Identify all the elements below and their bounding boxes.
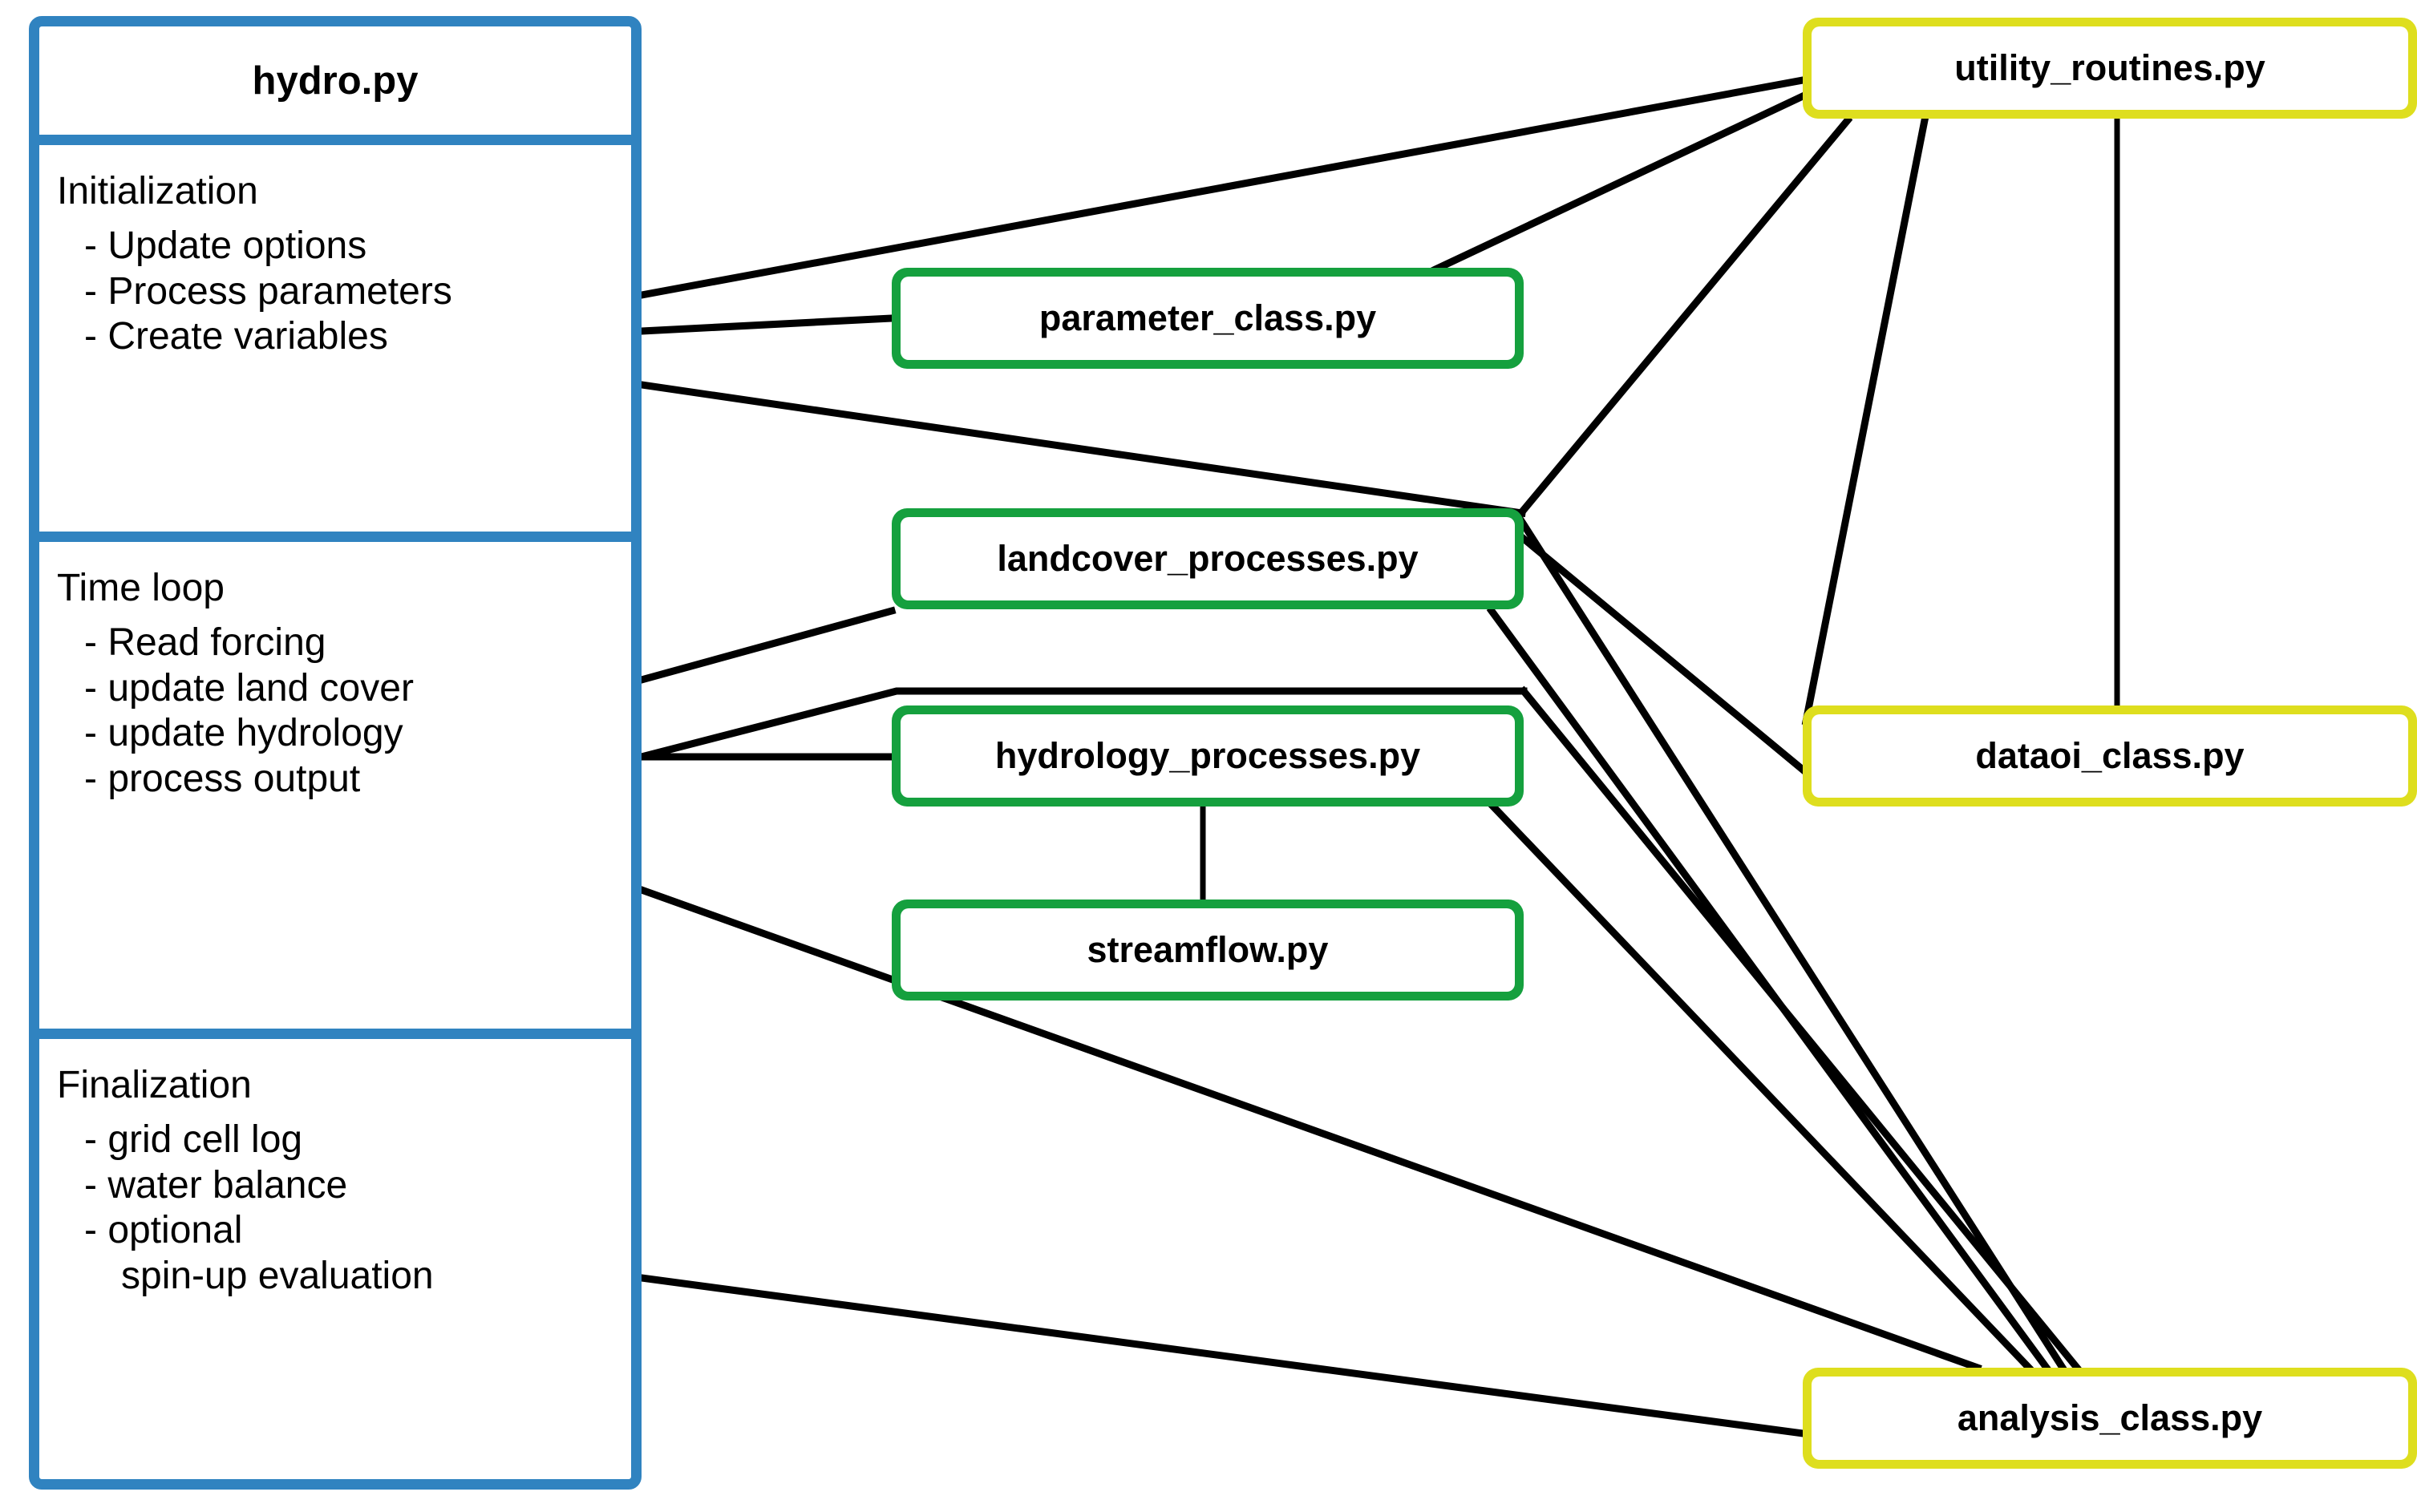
node-dataoi-class-label: dataoi_class.py	[1812, 714, 2408, 798]
node-utility-routines[interactable]: utility_routines.py	[1803, 18, 2417, 119]
edge-utility_routines-landcover_processes	[1518, 115, 1853, 515]
node-streamflow[interactable]: streamflow.py	[892, 900, 1524, 1001]
edge-parameter_class-utility_routines	[1431, 91, 1808, 274]
edge-landcover_processes-analysis_class	[1515, 514, 2068, 1373]
edge-init-parameter_class	[638, 314, 896, 335]
section-time-loop[interactable]: Time loop - Read forcing - update land c…	[39, 542, 631, 1039]
list-item: - Update options	[84, 224, 367, 267]
node-landcover-processes-label: landcover_processes.py	[901, 517, 1515, 600]
node-parameter-class-label: parameter_class.py	[901, 277, 1515, 360]
section-finalization[interactable]: Finalization - grid cell log - water bal…	[39, 1039, 631, 1479]
list-item: - Read forcing	[84, 621, 326, 664]
section-initialization-list: - Update options - Process parameters - …	[57, 224, 631, 360]
edge-init-landcover_processes	[637, 380, 1527, 518]
list-item: - water balance	[84, 1163, 348, 1207]
edge-hydrology_processes-analysis_class	[1488, 801, 2034, 1373]
section-finalization-list: - grid cell log - water balance - option…	[57, 1118, 631, 1300]
section-finalization-heading: Finalization	[57, 1064, 252, 1106]
node-landcover-processes[interactable]: landcover_processes.py	[892, 508, 1524, 609]
node-parameter-class[interactable]: parameter_class.py	[892, 268, 1524, 369]
node-dataoi-class[interactable]: dataoi_class.py	[1803, 705, 2417, 807]
list-item: spin-up evaluation	[121, 1254, 434, 1297]
node-utility-routines-label: utility_routines.py	[1812, 26, 2408, 110]
section-time-loop-list: - Read forcing - update land cover - upd…	[57, 621, 631, 802]
list-item: - optional	[84, 1209, 243, 1252]
list-item: - Create variables	[84, 315, 388, 358]
edge-timeloop-landcover_processes	[637, 606, 897, 685]
list-item: - Process parameters	[84, 269, 452, 313]
node-hydrology-processes[interactable]: hydrology_processes.py	[892, 705, 1524, 807]
edge-landcover_processes-dataoi_class	[1518, 533, 1808, 775]
node-hydrology-processes-label: hydrology_processes.py	[901, 714, 1515, 798]
edge-init-utility_routines	[637, 75, 1808, 300]
node-analysis-class-label: analysis_class.py	[1812, 1377, 2408, 1460]
list-item: - process output	[84, 757, 361, 800]
list-item: - update hydrology	[84, 712, 403, 755]
section-initialization[interactable]: Initialization - Update options - Proces…	[39, 145, 631, 542]
node-analysis-class[interactable]: analysis_class.py	[1803, 1368, 2417, 1469]
hydro-driver-box[interactable]: hydro.py Initialization - Update options…	[29, 16, 642, 1490]
node-streamflow-label: streamflow.py	[901, 908, 1515, 992]
hydro-title: hydro.py	[39, 26, 631, 145]
section-time-loop-heading: Time loop	[57, 567, 225, 609]
list-item: - update land cover	[84, 666, 414, 710]
list-item: - grid cell log	[84, 1118, 303, 1161]
section-initialization-heading: Initialization	[57, 170, 258, 212]
edge-utility_routines-dataoi_class	[1801, 115, 1929, 726]
edge-finalization-analysis_class	[637, 1273, 1808, 1438]
